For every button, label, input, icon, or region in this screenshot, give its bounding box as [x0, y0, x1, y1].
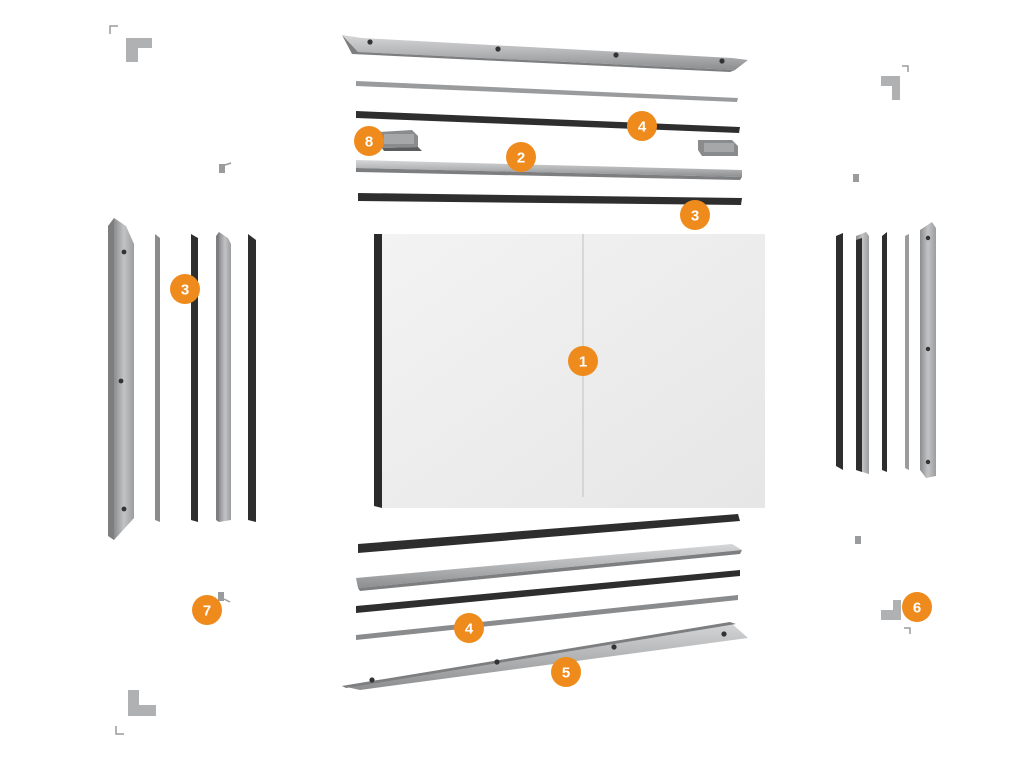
clip-icon — [853, 174, 859, 182]
callout-6: 6 — [902, 592, 932, 622]
rivet-icon — [719, 58, 725, 64]
rivet-icon — [369, 677, 375, 683]
clamp-left — [378, 130, 422, 151]
corner-bracket-icon — [881, 65, 909, 100]
rivet-icon — [495, 46, 501, 52]
left-strip-1 — [155, 234, 160, 522]
rivet-icon — [613, 52, 619, 58]
corner-bracket-icon — [109, 25, 152, 62]
clip-icon — [218, 592, 231, 603]
left-gasket — [191, 234, 198, 522]
callout-3-top: 3 — [680, 200, 710, 230]
corner-bracket-icon — [115, 690, 156, 735]
left-seal — [248, 234, 256, 522]
bottom-seal-gasket — [356, 570, 740, 613]
clip-icon — [219, 162, 232, 173]
top-gasket — [358, 193, 742, 205]
callout-2: 2 — [506, 142, 536, 172]
svg-text:3: 3 — [181, 282, 189, 299]
svg-text:1: 1 — [579, 354, 587, 371]
callout-8: 8 — [354, 126, 384, 156]
callout-3-left: 3 — [170, 274, 200, 304]
callout-4-bottom: 4 — [454, 613, 484, 643]
svg-text:2: 2 — [517, 150, 525, 167]
svg-text:5: 5 — [562, 665, 570, 682]
rivet-icon — [611, 644, 617, 650]
top-rail — [356, 160, 742, 180]
svg-text:7: 7 — [203, 603, 211, 620]
right-frame-profile — [920, 222, 936, 478]
top-seal-gasket — [356, 111, 740, 133]
top-frame-profile — [342, 35, 748, 72]
rivet-icon — [121, 506, 127, 512]
callout-7: 7 — [192, 595, 222, 625]
right-strip — [905, 234, 909, 470]
rivet-icon — [721, 631, 727, 637]
rivet-icon — [925, 459, 931, 465]
bottom-gasket — [358, 514, 740, 553]
bottom-rail — [356, 544, 742, 591]
right-gasket — [836, 233, 843, 470]
bottom-frame-profile — [342, 622, 748, 690]
callout-4-top: 4 — [627, 111, 657, 141]
rivet-icon — [367, 39, 373, 45]
svg-text:4: 4 — [638, 119, 647, 136]
callout-1: 1 — [568, 346, 598, 376]
left-rail — [216, 232, 231, 522]
callout-5: 5 — [551, 657, 581, 687]
right-seal — [882, 232, 887, 472]
panel — [374, 234, 765, 508]
rivet-icon — [494, 659, 500, 665]
clip-icon — [855, 536, 861, 544]
top-strip — [356, 81, 738, 102]
right-rail — [856, 232, 869, 474]
left-frame-profile — [108, 218, 134, 540]
clamp-right — [698, 140, 738, 156]
svg-text:6: 6 — [913, 600, 921, 617]
svg-text:4: 4 — [465, 621, 474, 638]
rivet-icon — [118, 378, 124, 384]
svg-text:3: 3 — [691, 208, 699, 225]
svg-text:8: 8 — [365, 134, 373, 151]
rivet-icon — [925, 235, 931, 241]
corner-bracket-icon — [881, 600, 911, 634]
rivet-icon — [121, 249, 127, 255]
bottom-strip — [356, 595, 738, 640]
rivet-icon — [925, 346, 931, 352]
